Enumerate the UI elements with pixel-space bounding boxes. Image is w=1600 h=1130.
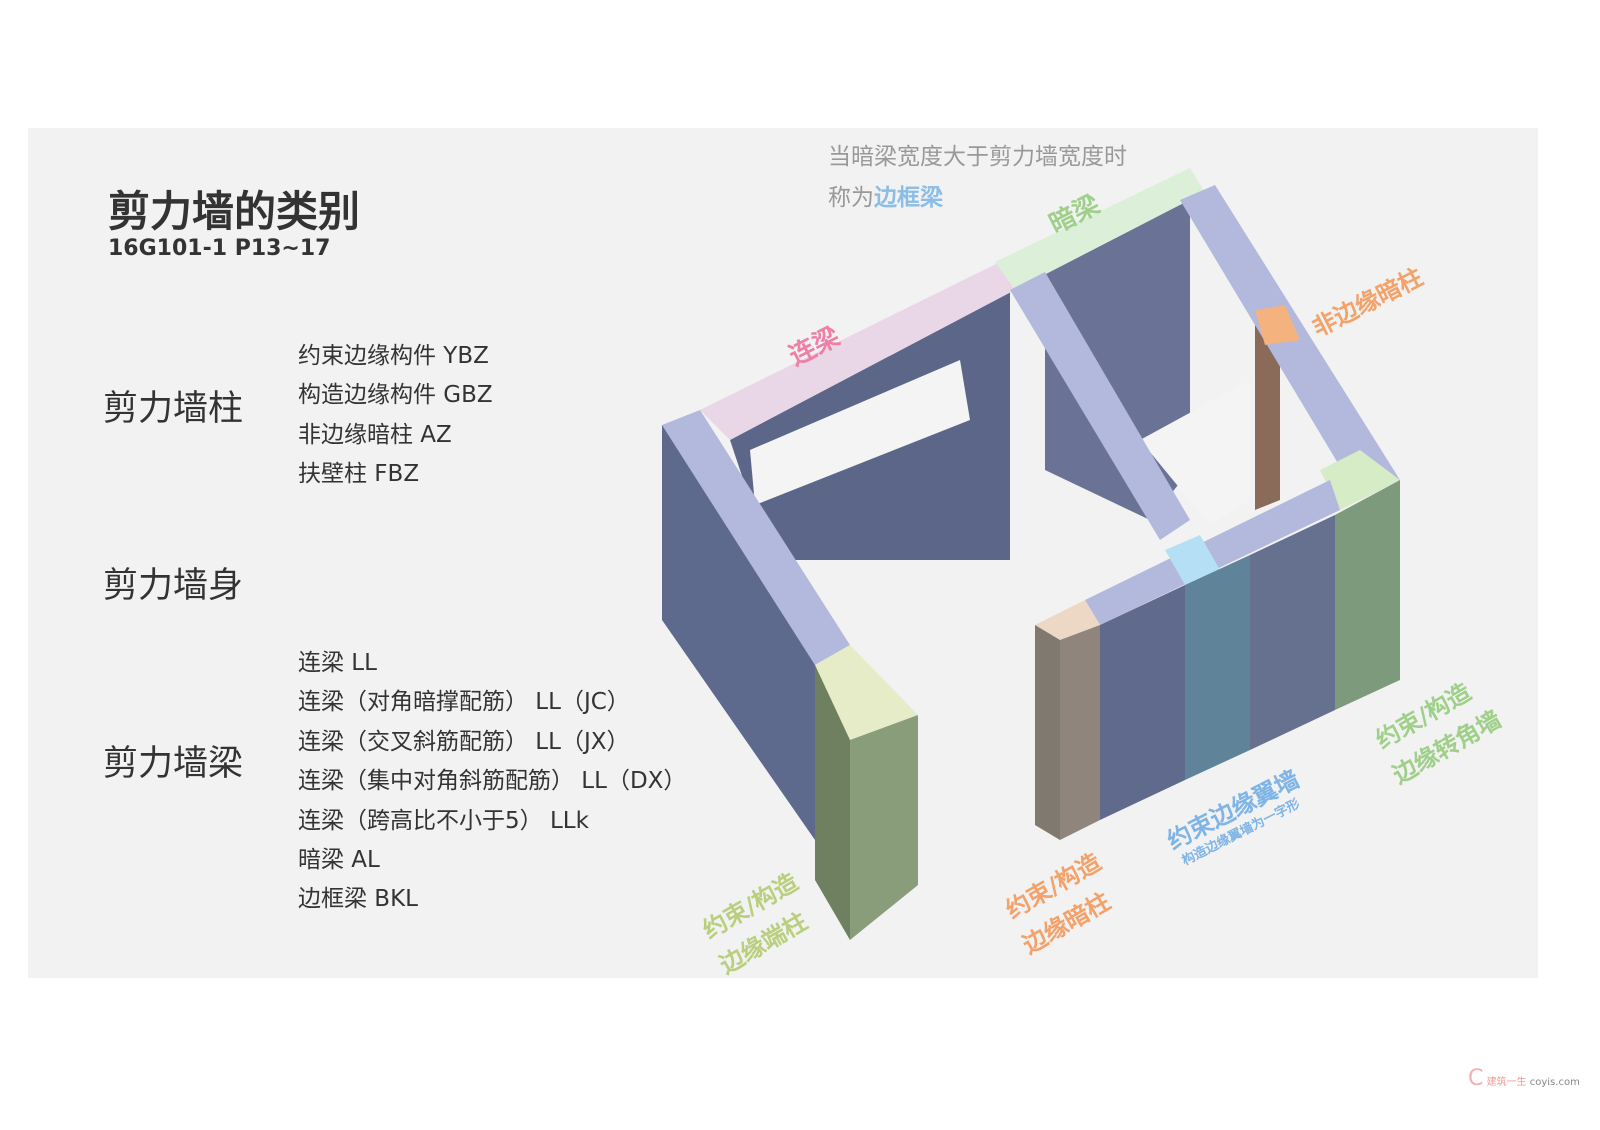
note-line-1: 当暗梁宽度大于剪力墙宽度时 <box>828 144 1127 170</box>
hidden-column-front <box>1060 625 1100 840</box>
end-column-front <box>850 715 918 940</box>
list-item: 边框梁 BKL <box>298 886 418 912</box>
right-wall-top <box>1180 185 1400 500</box>
watermark-brand: 建筑一生 <box>1486 1077 1527 1088</box>
left-wall-outer-face <box>662 425 815 840</box>
page-title: 剪力墙的类别 <box>108 187 361 236</box>
list-item: 约束边缘构件 YBZ <box>298 343 489 369</box>
hidden-column-top <box>1035 600 1100 640</box>
watermark-logo-icon: C <box>1468 1066 1484 1091</box>
corner-wall-top <box>1320 450 1400 510</box>
note-prefix: 称为 <box>828 185 874 211</box>
group-wall-beam: 剪力墙梁 <box>103 744 244 784</box>
corner-wall-face <box>1335 480 1400 710</box>
watermark: C 建筑一生 coyis.com <box>1468 1066 1580 1091</box>
left-wall-top <box>662 410 850 665</box>
group-wall-body: 剪力墙身 <box>103 566 244 606</box>
list-item: 非边缘暗柱 AZ <box>298 422 452 448</box>
hidden-beam-top <box>995 168 1205 290</box>
watermark-site: coyis.com <box>1529 1077 1580 1088</box>
non-edge-column-face <box>1255 320 1280 510</box>
group-wall-column: 剪力墙柱 <box>103 389 244 429</box>
hidden-column-side <box>1035 625 1060 840</box>
middle-wall-top <box>1010 272 1190 540</box>
non-edge-column-top <box>1255 305 1300 345</box>
end-column-top <box>815 645 918 740</box>
note-line-2: 称为边框梁 <box>828 178 943 212</box>
list-item: 连梁（对角暗撑配筋） LL（JC） <box>298 689 630 715</box>
page-subtitle: 16G101-1 P13~17 <box>108 236 331 261</box>
list-item: 构造边缘构件 GBZ <box>298 382 493 408</box>
list-item: 扶壁柱 FBZ <box>298 461 420 487</box>
list-item: 暗梁 AL <box>298 847 380 873</box>
wall-segment <box>1100 585 1185 820</box>
list-item: 连梁（交叉斜筋配筋） LL（JX） <box>298 729 630 755</box>
floor-opening <box>1140 380 1250 525</box>
wing-wall-face <box>1185 555 1250 780</box>
wing-wall-top <box>1165 535 1220 585</box>
list-item: 连梁（跨高比不小于5） LLk <box>298 808 589 834</box>
list-item: 连梁（集中对角斜筋配筋） LL（DX） <box>298 768 687 794</box>
note-highlight: 边框梁 <box>874 185 943 211</box>
front-wall-top <box>1085 480 1340 625</box>
opening <box>750 360 970 505</box>
end-column-side <box>815 665 850 940</box>
wall-segment <box>1250 515 1335 750</box>
coupling-beam-top <box>700 262 1015 440</box>
list-item: 连梁 LL <box>298 650 377 676</box>
